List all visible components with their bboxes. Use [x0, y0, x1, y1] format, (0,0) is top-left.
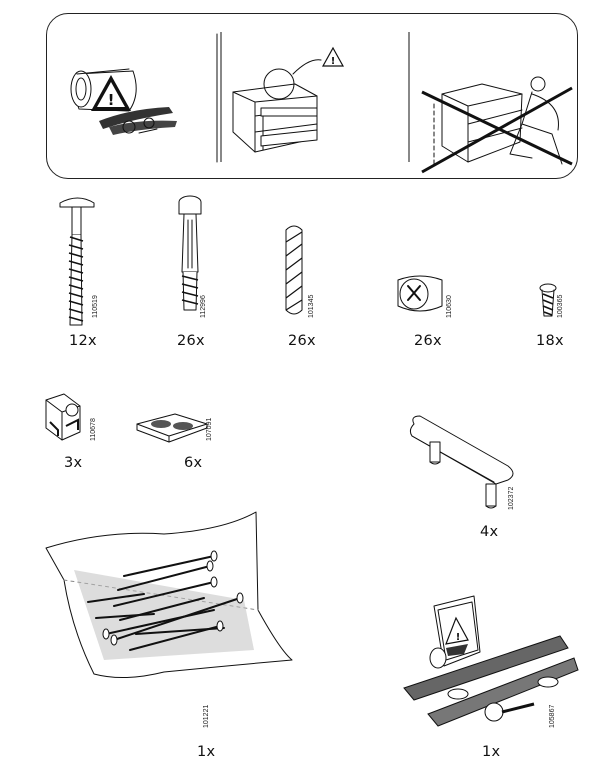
- bolt-icon: [59, 197, 95, 326]
- part-code: 110678: [90, 418, 97, 441]
- kit-warning-symbol: !: [456, 632, 461, 643]
- part-qty: 18x: [536, 333, 564, 349]
- anti-tip-kit-icon: !: [403, 595, 579, 727]
- nail-bag-icon: [45, 511, 293, 679]
- warning-symbol: !: [108, 91, 115, 109]
- panel-divider: [220, 32, 222, 162]
- part-qty: 3x: [64, 455, 83, 471]
- part-code: 100365: [557, 294, 564, 318]
- screw-icon: [539, 283, 557, 317]
- part-qty: 1x: [482, 744, 501, 760]
- cam-dowel-icon: [178, 195, 202, 311]
- part-qty: 6x: [184, 455, 203, 471]
- part-code: 110630: [446, 295, 453, 318]
- part-code: 102372: [508, 486, 515, 510]
- part-code: 112996: [200, 295, 207, 318]
- handle-icon: [409, 415, 514, 509]
- warning-leaflet-icon: !: [70, 68, 177, 135]
- part-code: 105867: [549, 704, 556, 728]
- part-code: 101345: [308, 294, 315, 318]
- warning-symbol-small: !: [331, 56, 336, 67]
- dresser-warning-icon: !: [216, 33, 345, 163]
- felt-pad-icon: [136, 413, 208, 443]
- part-code: 110519: [92, 295, 99, 318]
- tipping-dresser-prohibited-icon: [421, 76, 573, 174]
- part-qty: 26x: [177, 333, 205, 349]
- corner-bracket-icon: [45, 393, 81, 441]
- cam-lock-icon: [397, 275, 443, 312]
- part-qty: 26x: [288, 333, 316, 349]
- part-qty: 4x: [480, 524, 499, 540]
- panel-divider-2: [408, 32, 410, 162]
- part-qty: 1x: [197, 744, 216, 760]
- part-code: 101221: [203, 704, 210, 728]
- part-qty: 26x: [414, 333, 442, 349]
- part-code: 107091: [206, 417, 213, 441]
- safety-warning-panel: ! !: [46, 13, 578, 179]
- wood-dowel-icon: [285, 225, 303, 315]
- part-qty: 12x: [69, 333, 97, 349]
